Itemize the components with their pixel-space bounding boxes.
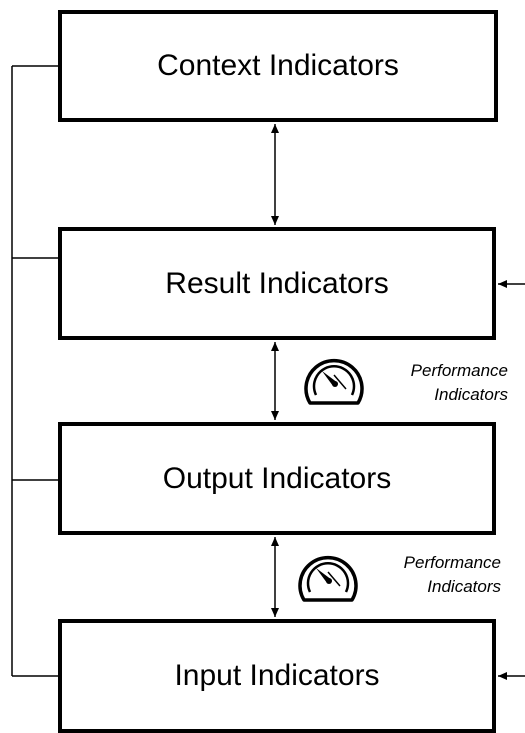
context-indicators-box: Context Indicators xyxy=(58,10,498,122)
input-indicators-box: Input Indicators xyxy=(58,619,496,733)
result-indicators-box: Result Indicators xyxy=(58,227,496,340)
performance-indicators-label: Performance Indicators xyxy=(410,361,508,404)
gauge-icon xyxy=(298,555,358,602)
output-indicators-label: Output Indicators xyxy=(162,461,392,495)
result-indicators-label: Result Indicators xyxy=(165,266,389,300)
input-indicators-label: Input Indicators xyxy=(174,659,380,692)
output-indicators-box: Output Indicators xyxy=(58,422,496,535)
context-indicators-label: Context Indicators xyxy=(157,49,399,82)
gauge-icon xyxy=(304,358,364,405)
performance-indicators-label: Performance Indicators xyxy=(403,553,501,596)
